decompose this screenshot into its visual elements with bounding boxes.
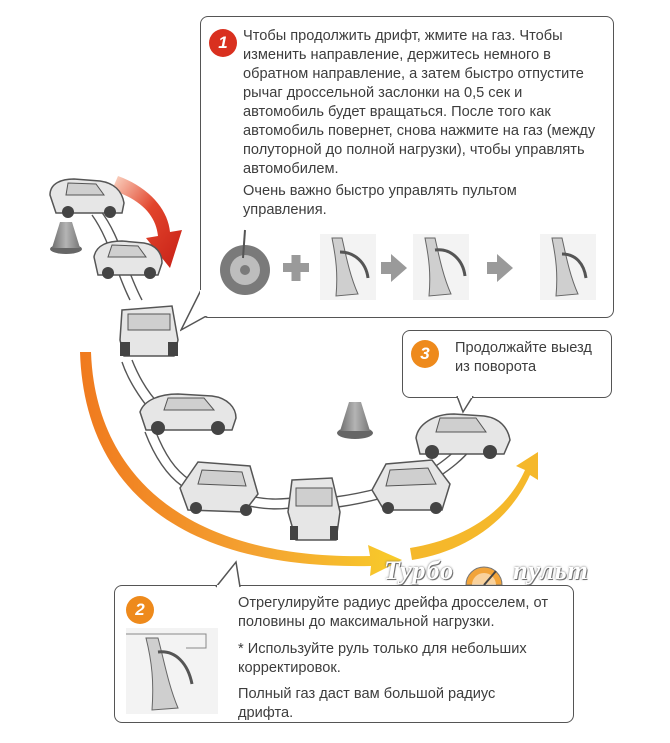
step1-callout-tail bbox=[180, 290, 212, 332]
step3-text: Продолжайте выезд из поворота bbox=[455, 340, 592, 375]
step2-badge: 2 bbox=[126, 596, 154, 624]
tyre-icon bbox=[220, 229, 270, 295]
step1-badge: 1 bbox=[209, 29, 237, 57]
car-5 bbox=[179, 461, 259, 516]
throttle-lever-icon bbox=[126, 628, 218, 714]
orange-exit-arrow bbox=[80, 352, 402, 576]
car-8 bbox=[415, 413, 511, 459]
car-6 bbox=[287, 477, 341, 541]
step1-paragraph1: Чтобы продолжить дрифт, жмите на газ. Чт… bbox=[243, 28, 596, 177]
car-3 bbox=[119, 305, 179, 357]
arrow-right-icon bbox=[381, 254, 407, 282]
throttle-lever-icon bbox=[320, 234, 376, 300]
throttle-sequence-illustration bbox=[220, 229, 596, 300]
step2-paragraph3: Полный газ даст вам большой радиус дрифт… bbox=[238, 686, 496, 721]
step2-callout-tail bbox=[215, 560, 241, 588]
watermark-left: Турбо bbox=[384, 556, 455, 585]
step3-callout-tail bbox=[456, 396, 474, 414]
plus-icon bbox=[283, 255, 309, 281]
red-turn-arrow bbox=[112, 176, 182, 268]
throttle-lever-icon bbox=[413, 234, 469, 300]
step3-badge: 3 bbox=[411, 340, 439, 368]
step2-paragraph1: Отрегулируйте радиус дрейфа дросселем, о… bbox=[238, 595, 549, 630]
car-7 bbox=[371, 459, 451, 514]
traffic-cone-left bbox=[50, 222, 82, 254]
watermark-right: пульт bbox=[513, 556, 589, 585]
yellow-exit-arrow bbox=[410, 452, 538, 560]
car-4 bbox=[139, 393, 237, 435]
throttle-lever-icon bbox=[540, 234, 596, 300]
step1-paragraph2: Очень важно быстро управлять пультом упр… bbox=[243, 183, 517, 218]
car-1 bbox=[49, 178, 125, 218]
speedometer-icon bbox=[465, 566, 503, 586]
arrow-right-icon bbox=[487, 254, 513, 282]
traffic-cone-center bbox=[337, 402, 373, 439]
watermark-logo: Турбо пульт bbox=[384, 556, 589, 587]
step2-paragraph2: * Используйте руль только для небольших … bbox=[238, 641, 527, 676]
car-2 bbox=[93, 240, 163, 279]
step3-callout bbox=[402, 330, 612, 398]
